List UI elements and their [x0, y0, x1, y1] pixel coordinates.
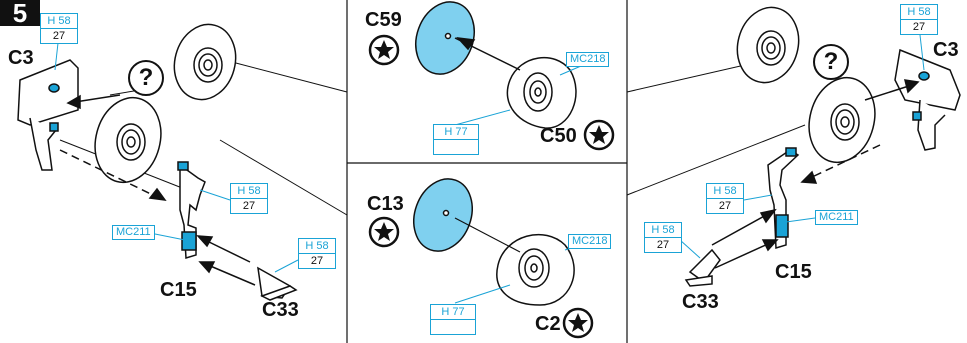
- part-label-c2: C2: [535, 313, 561, 335]
- part-label-c50: C50: [540, 125, 577, 147]
- right-lever-handle: [684, 248, 721, 287]
- right-wall-bracket: [894, 48, 961, 151]
- mc218-tag: MC218: [568, 234, 612, 249]
- left-faucet-pipe: [177, 161, 206, 259]
- part-label-c59: C59: [365, 9, 402, 31]
- dome-middle-top: [506, 56, 577, 129]
- left-lever-handle: [257, 266, 298, 301]
- star-icon-c13: [368, 216, 400, 248]
- left-arrows: [59, 94, 256, 286]
- star-icon-c59: [368, 34, 400, 66]
- part-label-c33-left: C33: [262, 299, 299, 321]
- star-icon-c50: [583, 119, 615, 151]
- question-mark-icon: ?: [128, 60, 164, 96]
- blue-disc-bottom: [413, 178, 473, 252]
- left-dome-cover: [173, 23, 237, 101]
- left-wall-bracket: [17, 59, 79, 171]
- mc211-tag: MC211: [815, 210, 858, 225]
- right-round-plate: [808, 76, 876, 164]
- mc211-tag: MC211: [112, 225, 155, 240]
- star-icon-c2: [562, 307, 594, 339]
- part-label-c15-left: C15: [160, 279, 197, 301]
- part-label-c15-right: C15: [775, 261, 812, 283]
- part-label-c33-right: C33: [682, 291, 719, 313]
- right-arrows: [711, 79, 920, 269]
- h77-tag: H 77: [430, 304, 476, 335]
- part-label-c13: C13: [367, 193, 404, 215]
- part-label-c3-left: C3: [8, 47, 34, 69]
- dome-middle-bottom: [496, 233, 575, 306]
- guide-lines: [59, 61, 806, 216]
- right-dome-cover: [736, 6, 800, 84]
- part-label-c3-right: C3: [933, 39, 959, 61]
- right-faucet-pipe: [767, 147, 800, 249]
- middle-bottom-line: [454, 217, 521, 253]
- middle-top-arrow: [454, 37, 521, 71]
- panel-dividers: [346, 0, 628, 343]
- left-round-plate: [94, 96, 162, 184]
- mc218-tag: MC218: [566, 52, 610, 67]
- question-mark-icon: ?: [813, 44, 849, 80]
- h77-tag: H 77: [433, 124, 479, 155]
- step-number-badge: 5: [0, 0, 40, 26]
- blue-disc-top: [415, 1, 475, 75]
